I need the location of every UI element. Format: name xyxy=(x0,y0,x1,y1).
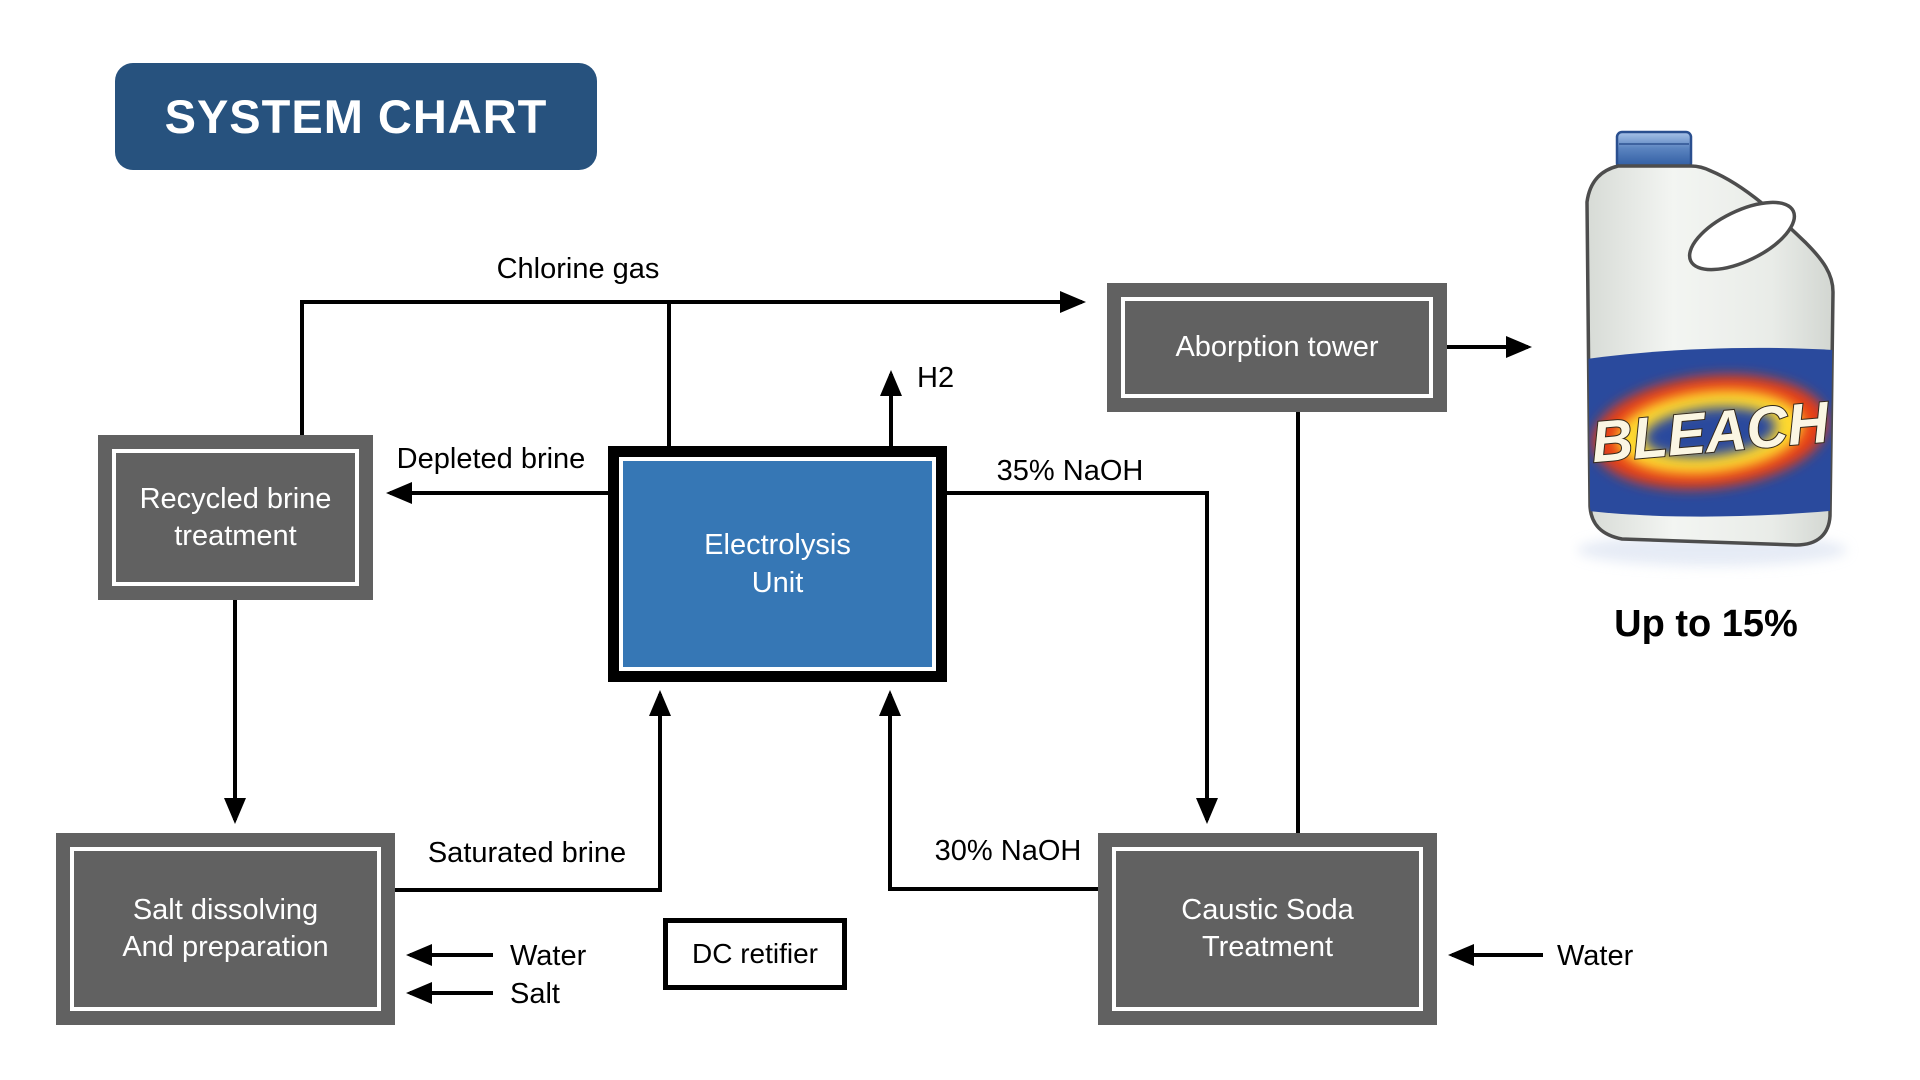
water-left-label: Water xyxy=(510,940,587,972)
salt-dissolving-label: Salt dissolving And preparation xyxy=(70,847,381,1011)
caustic-soda-treatment-label: Caustic Soda Treatment xyxy=(1112,847,1423,1011)
bottle-cap xyxy=(1615,130,1693,170)
absorption-tower-label: Aborption tower xyxy=(1121,297,1433,398)
naoh35-label: 35% NaOH xyxy=(996,455,1144,487)
recycled-brine-treatment-label: Recycled brine treatment xyxy=(112,449,359,586)
bleach-bottle-illustration: BLEACH xyxy=(1577,130,1847,566)
naoh35-arrow xyxy=(947,491,1218,824)
water-right-label: Water xyxy=(1557,940,1634,972)
up-to-15-label: Up to 15% xyxy=(1614,603,1798,645)
bleach-brand-text: BLEACH xyxy=(1589,390,1833,476)
chlorine-gas-label: Chlorine gas xyxy=(496,253,660,285)
electrolysis-unit-box: Electrolysis Unit xyxy=(608,446,947,682)
diagram-title: SYSTEM CHART xyxy=(164,90,548,143)
naoh30-arrow xyxy=(879,690,1098,891)
dc-rectifier-box: DC retifier xyxy=(663,918,847,990)
electrolysis-unit-label: Electrolysis Unit xyxy=(623,461,932,667)
dc-rectifier-label: DC retifier xyxy=(691,938,818,969)
naoh30-label: 30% NaOH xyxy=(934,835,1082,867)
salt-label: Salt xyxy=(510,978,560,1010)
bleach-label-burst xyxy=(1592,374,1828,490)
salt-dissolving-box: Salt dissolving And preparation xyxy=(56,833,395,1025)
depleted-brine-label: Depleted brine xyxy=(396,443,586,475)
absorption-tower-box: Aborption tower xyxy=(1107,283,1447,412)
h2-label: H2 xyxy=(917,362,955,394)
caustic-soda-treatment-box: Caustic Soda Treatment xyxy=(1098,833,1437,1025)
saturated-brine-arrow xyxy=(395,690,671,892)
bottle-handle-hole xyxy=(1687,200,1797,272)
chlorine-gas-line xyxy=(300,291,1086,435)
saturated-brine-label: Saturated brine xyxy=(427,837,627,869)
recycled-brine-treatment-box: Recycled brine treatment xyxy=(98,435,373,600)
diagram-title-box: SYSTEM CHART xyxy=(115,63,597,170)
